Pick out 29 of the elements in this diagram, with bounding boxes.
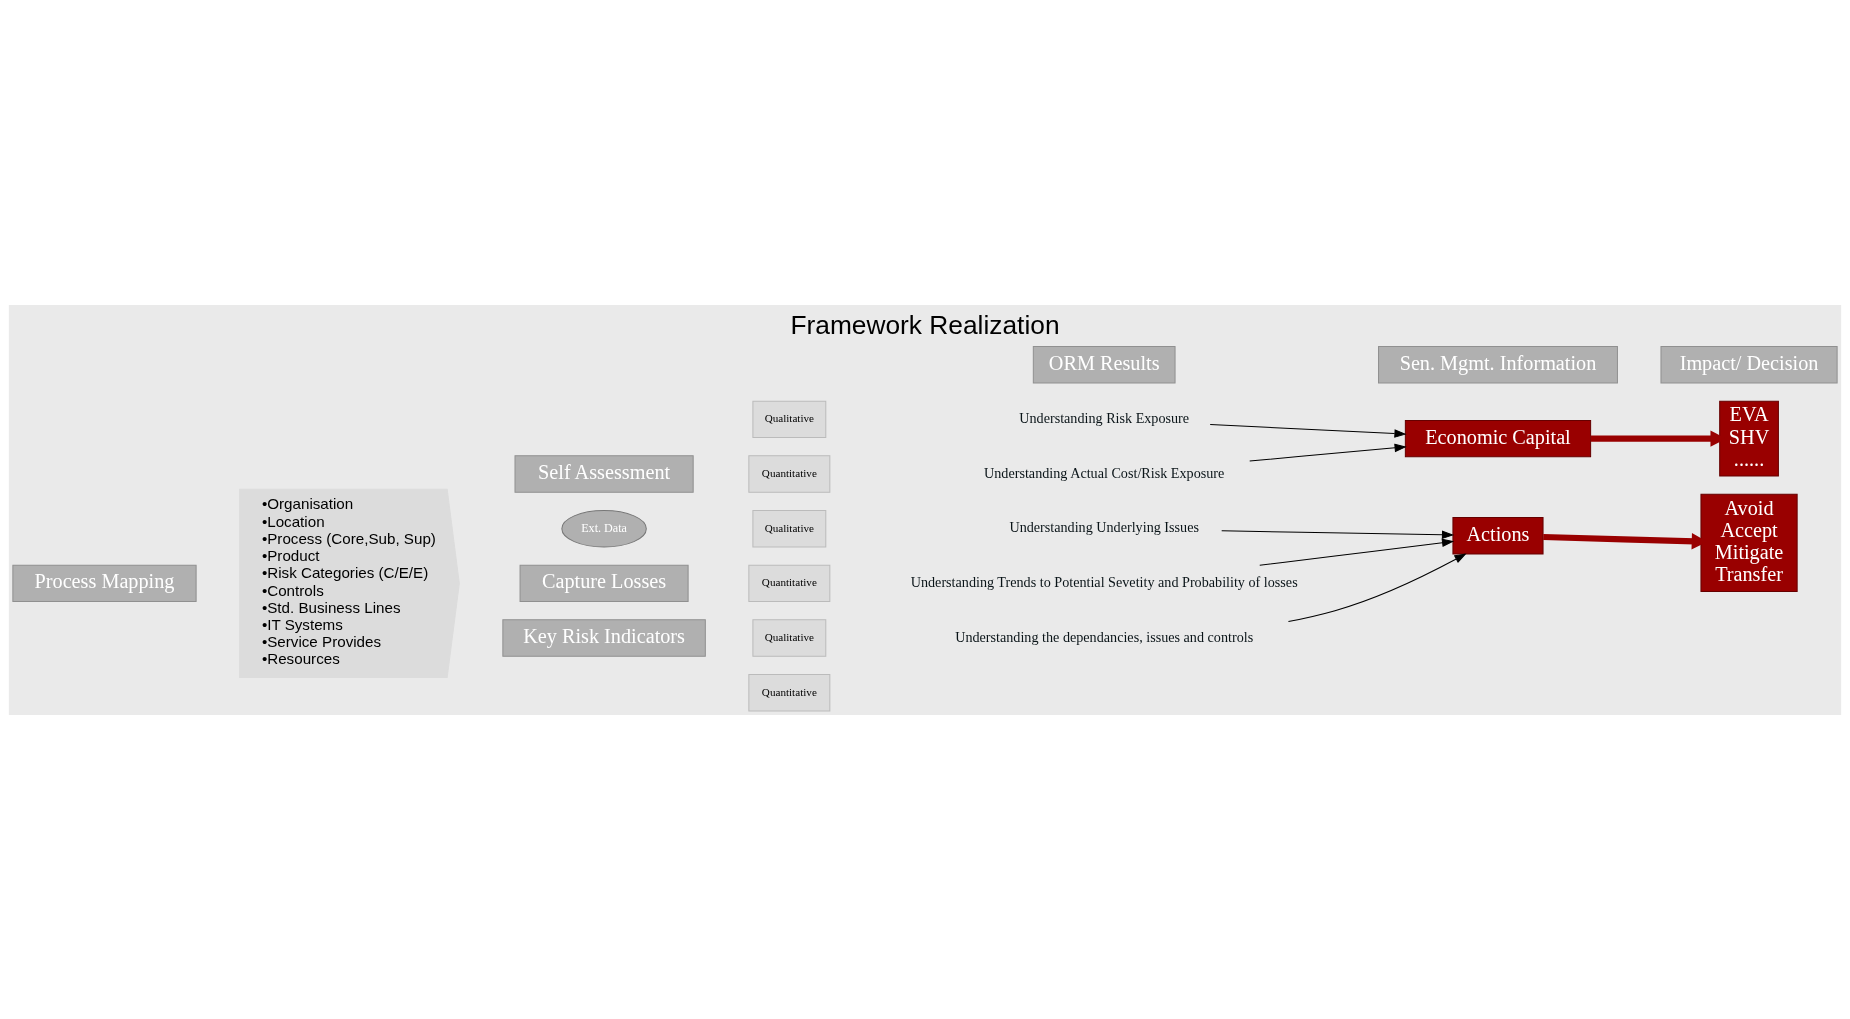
node-text: Understanding Risk Exposure: [1019, 409, 1190, 426]
arrow: [1287, 552, 1467, 622]
node-box: Self Assessment: [514, 454, 694, 493]
node-box: Quantitative: [748, 564, 831, 602]
node-box: Qualitative: [752, 400, 827, 438]
arrow: [1209, 423, 1407, 438]
node-box: Economic Capital: [1404, 419, 1592, 457]
node-text: Understanding the dependancies, issues and controls: [955, 628, 1254, 645]
node-box: Quantitative: [748, 673, 831, 711]
node-box: Quantitative: [748, 454, 831, 493]
node-box: Qualitative: [752, 509, 827, 547]
node-text: Understanding Trends to Potential Sevetity and Probability of losses: [910, 573, 1298, 590]
diagram-title: Framework Realization: [790, 309, 1060, 340]
node-box: Capture Losses: [519, 564, 689, 602]
node-box: Impact/ Decision: [1660, 345, 1838, 383]
node-box: Key Risk Indicators: [502, 618, 706, 657]
node-box: ORM Results: [1032, 345, 1176, 383]
node-box: Qualitative: [752, 618, 827, 657]
node-text: Understanding Underlying Issues: [1009, 518, 1199, 535]
arrow: [1259, 538, 1455, 566]
arrow: [1221, 529, 1455, 539]
node-box: Avoid Accept Mitigate Transfer: [1700, 493, 1798, 592]
node-ellipse: Ext. Data: [561, 509, 647, 547]
node-box: Actions: [1452, 516, 1544, 555]
node-box: Sen. Mgmt. Information: [1378, 345, 1618, 383]
node-box: EVA SHV ......: [1719, 400, 1779, 477]
node-text: Understanding Actual Cost/Risk Exposure: [984, 464, 1225, 481]
arrow: [1249, 443, 1407, 461]
node-box: Process Mapping: [12, 564, 197, 602]
